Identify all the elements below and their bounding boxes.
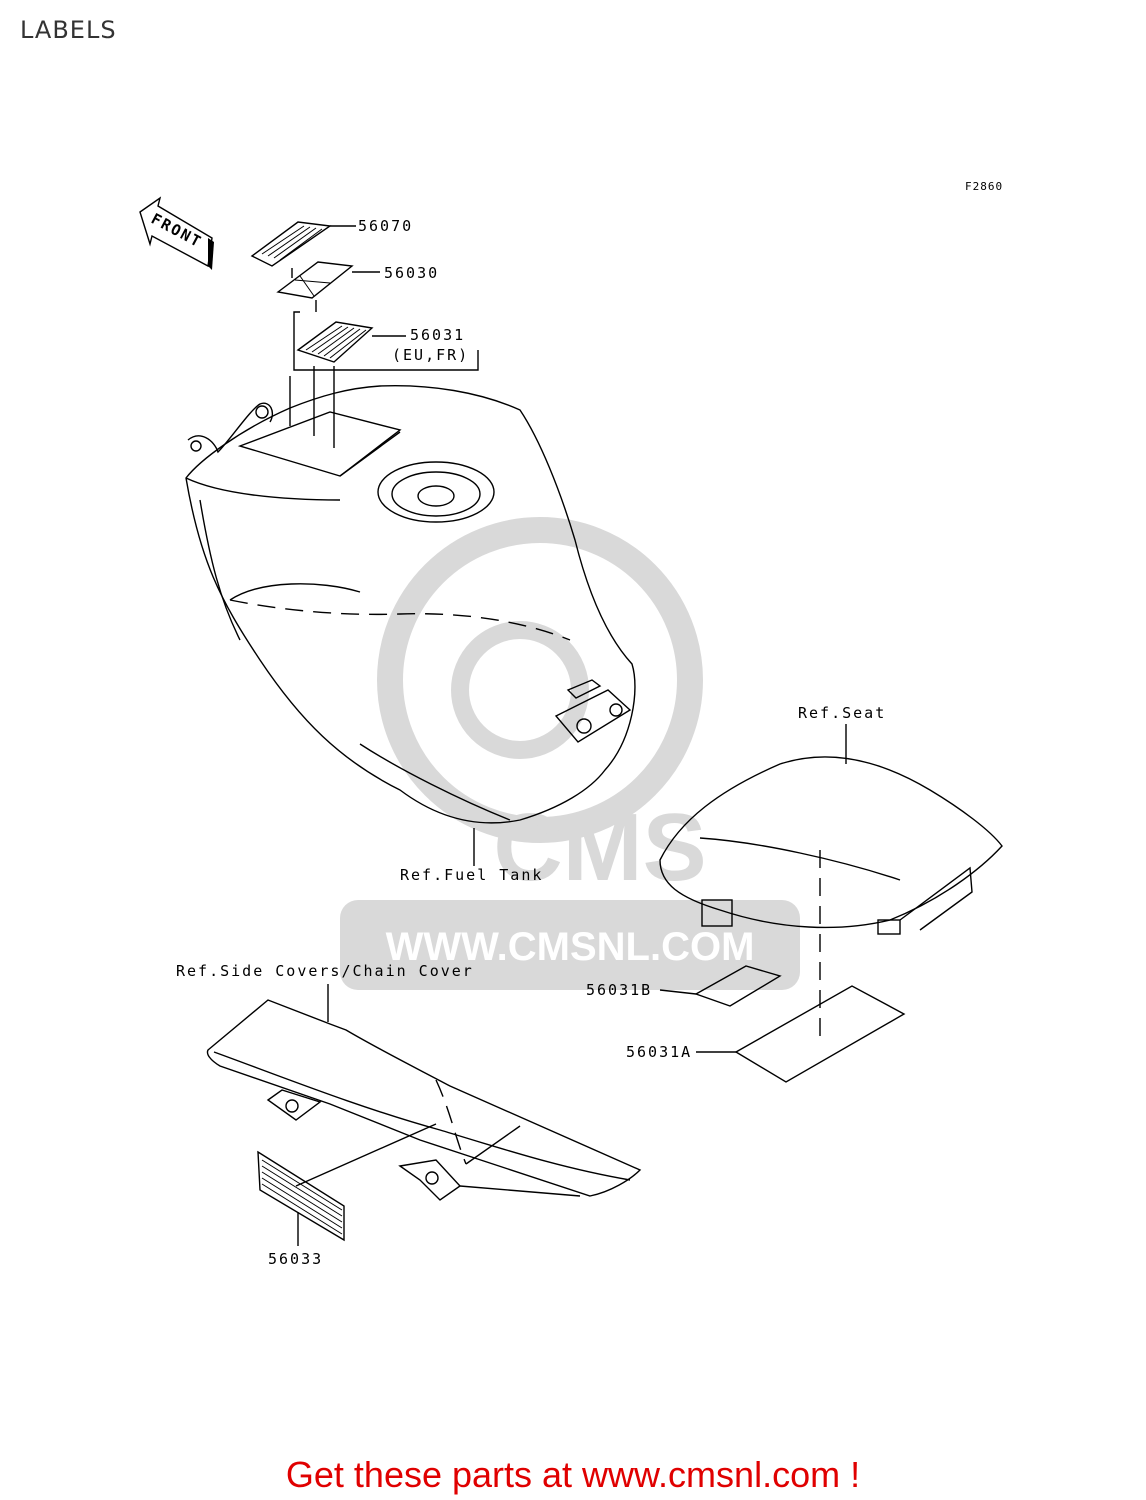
label-56031B-part xyxy=(659,965,782,1007)
part-number-56033: 56033 xyxy=(268,1250,323,1268)
watermark-brand: CMS xyxy=(493,794,706,901)
chain-cover-drawing xyxy=(206,984,642,1201)
page-title: LABELS xyxy=(20,16,117,44)
cmsnl-link[interactable]: Get these parts at www.cmsnl.com ! xyxy=(285,1454,861,1495)
part-number-56031B: 56031B xyxy=(586,981,652,999)
ref-side-covers: Ref.Side Covers/Chain Cover xyxy=(176,962,474,980)
watermark-url: WWW.CMSNL.COM xyxy=(386,925,755,969)
watermark-face xyxy=(451,621,589,759)
label-56070-part xyxy=(250,221,356,267)
watermark-ring xyxy=(377,517,703,843)
part-number-56070: 56070 xyxy=(358,217,413,235)
figure-code: F2860 xyxy=(965,180,1003,193)
fuel-tank-drawing xyxy=(185,385,636,866)
front-arrow-label: FRONT xyxy=(148,210,205,252)
label-56031-part xyxy=(293,311,479,371)
part-number-56030: 56030 xyxy=(384,264,439,282)
part-note-56031: (EU,FR) xyxy=(392,346,469,364)
ref-seat: Ref.Seat xyxy=(798,704,886,722)
footer-cta[interactable]: Get these parts at www.cmsnl.com ! xyxy=(0,1454,1146,1496)
label-56030-part xyxy=(276,261,380,299)
label-56031A-part xyxy=(696,985,906,1083)
watermark-banner xyxy=(340,900,800,990)
part-number-56031: 56031 xyxy=(410,326,465,344)
ref-fuel-tank: Ref.Fuel Tank xyxy=(400,866,543,884)
cms-watermark: CMS WWW.CMSNL.COM xyxy=(340,517,800,990)
part-number-56031A: 56031A xyxy=(626,1043,692,1061)
label-56033-part xyxy=(257,1150,345,1246)
front-arrow-icon: FRONT xyxy=(139,196,214,270)
parts-diagram: CMS WWW.CMSNL.COM F2860 FRONT 56070 5603… xyxy=(139,180,1003,1268)
